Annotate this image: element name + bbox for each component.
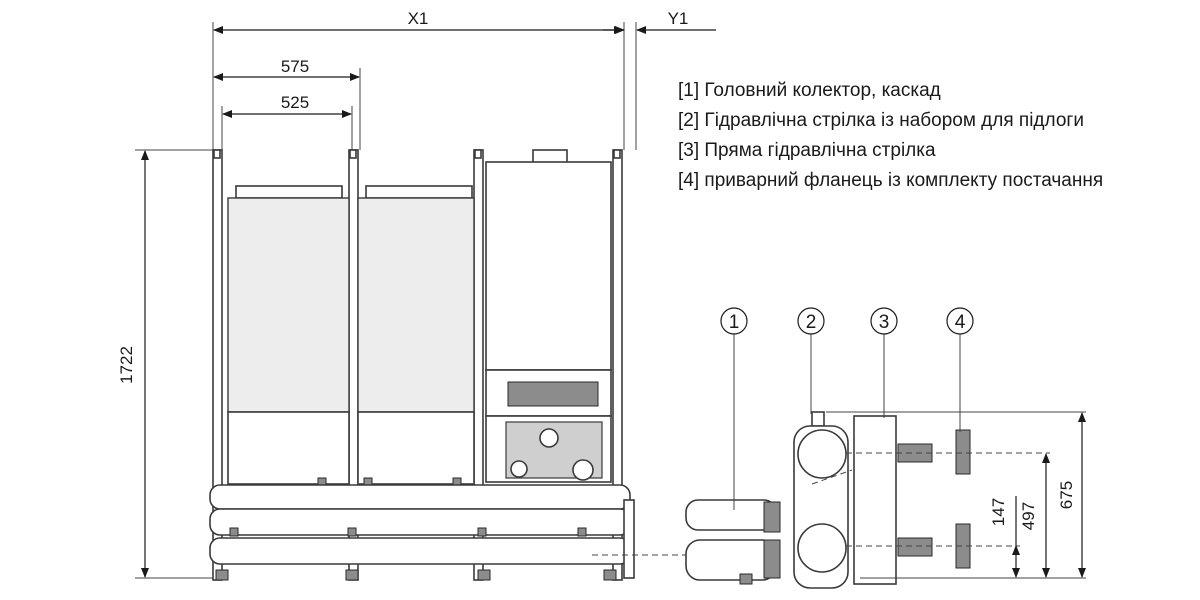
- svg-text:2: 2: [806, 312, 817, 333]
- dimension-497: 497: [1019, 453, 1050, 578]
- boiler-unit-2: [357, 185, 475, 489]
- dimension-y1: Y1: [603, 9, 716, 34]
- legend: [1] Головний колектор, каскад [2] Гідрав…: [678, 76, 1103, 196]
- dimension-675: 675: [1057, 412, 1086, 578]
- legend-item-1: [1] Головний колектор, каскад: [678, 80, 941, 101]
- boiler-unit-1: [227, 185, 350, 489]
- dimension-525-label: 525: [281, 93, 309, 112]
- svg-text:675: 675: [1057, 481, 1076, 509]
- dimension-x1: X1: [212, 9, 637, 150]
- legend-item-3: [3] Пряма гідравлічна стрілка: [678, 140, 936, 161]
- legend-item-2: [2] Гідравлічна стрілка із набором для п…: [678, 110, 1084, 131]
- dimension-575-label: 575: [281, 57, 309, 76]
- callout-4: 4: [946, 307, 974, 335]
- svg-text:3: 3: [879, 312, 890, 333]
- dimension-1722-label: 1722: [117, 346, 136, 384]
- callout-2: 2: [797, 307, 825, 335]
- boiler-unit-3: [485, 149, 612, 499]
- header-pipes: [209, 484, 700, 581]
- svg-text:4: 4: [955, 312, 966, 333]
- dimension-x1-label: X1: [408, 9, 429, 28]
- dimension-525: 525: [221, 93, 353, 150]
- svg-text:1: 1: [729, 312, 740, 333]
- dimension-y1-label: Y1: [668, 9, 689, 28]
- dimension-1722: 1722: [117, 149, 213, 579]
- legend-item-4: [4] приварний фланець із комплекту поста…: [678, 170, 1104, 191]
- dimension-575: 575: [213, 57, 361, 150]
- svg-text:497: 497: [1019, 502, 1038, 530]
- callout-3: 3: [870, 307, 898, 335]
- hydraulic-detail: [685, 334, 1086, 589]
- svg-text:147: 147: [989, 498, 1008, 526]
- dimension-147: 147: [989, 496, 1020, 578]
- callout-1: 1: [720, 307, 748, 335]
